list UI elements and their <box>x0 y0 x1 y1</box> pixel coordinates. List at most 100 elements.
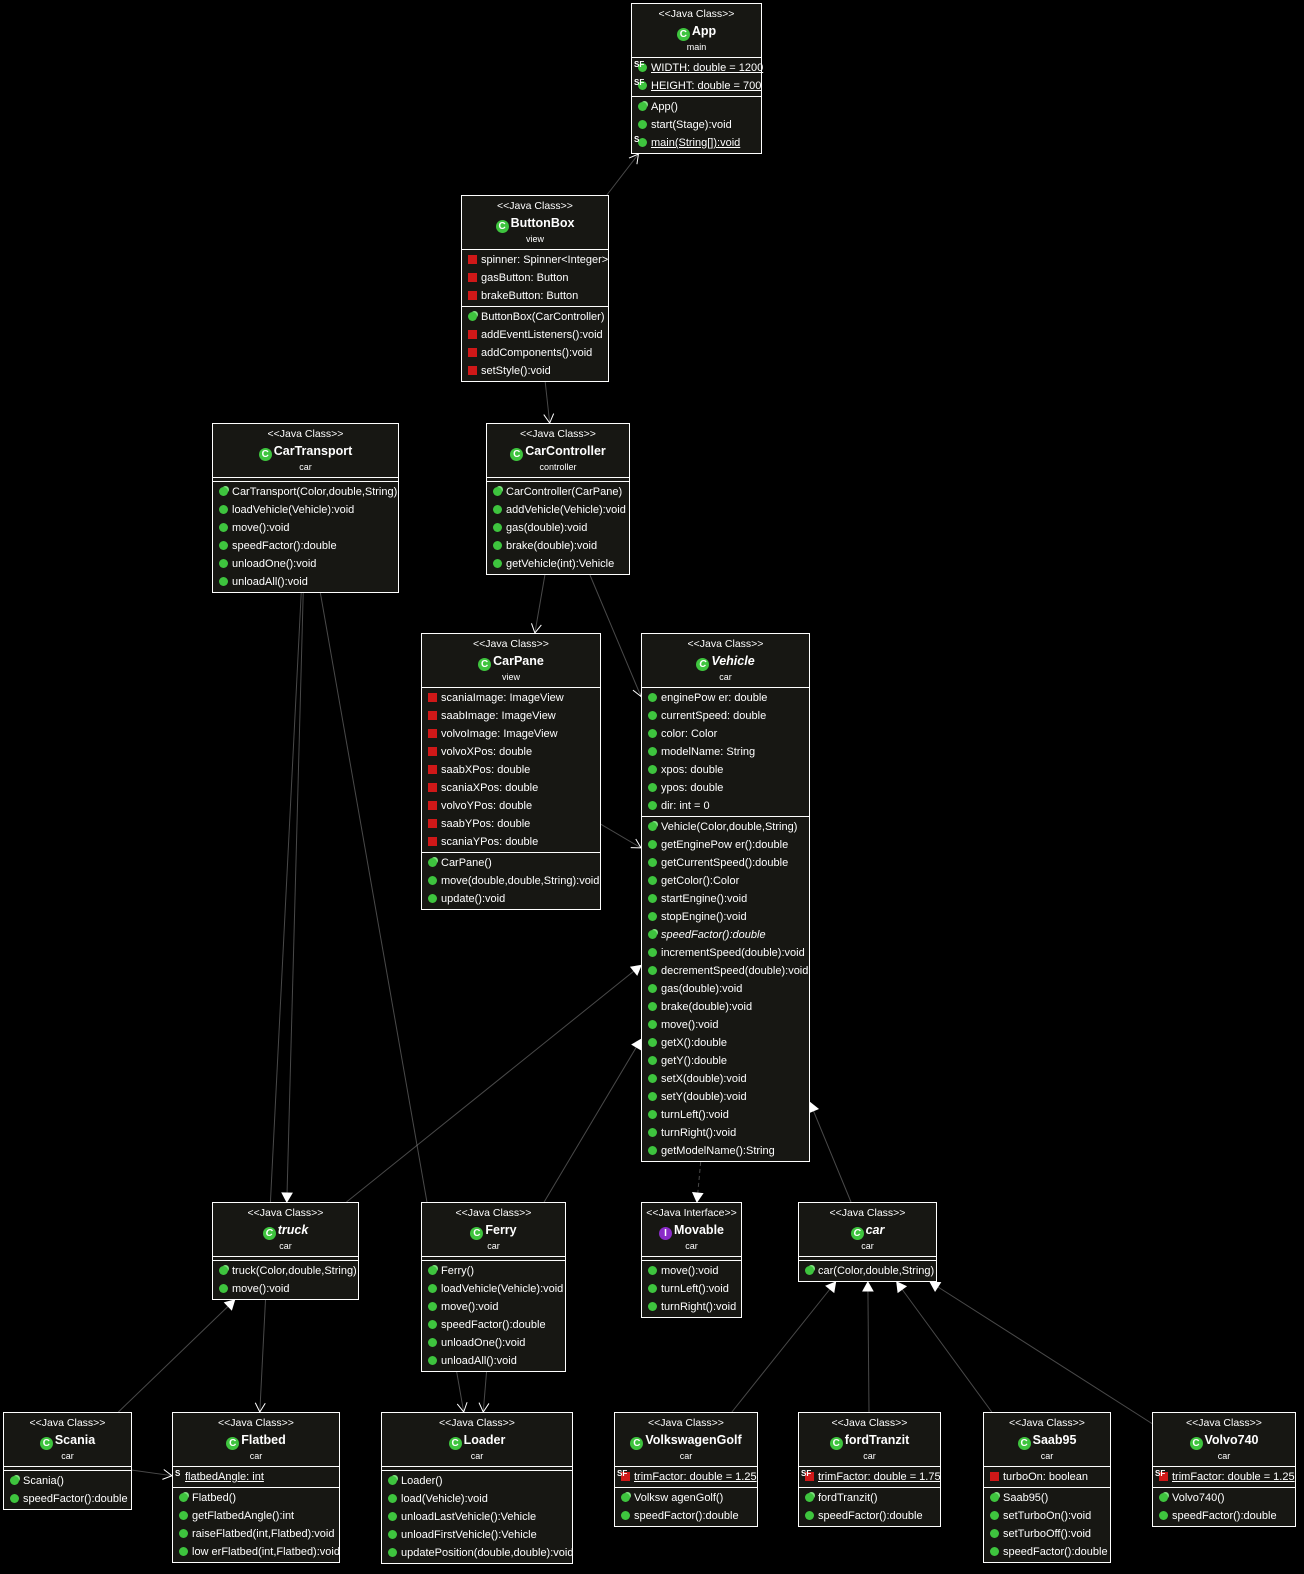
stereotype-label: <<Java Class>> <box>1186 1417 1262 1429</box>
public-visibility-icon <box>493 523 502 532</box>
class-name-text: Vehicle <box>711 654 755 668</box>
private-visibility-icon <box>468 348 477 357</box>
relation-line-scania-to-truck <box>118 1299 235 1413</box>
member-text: updatePosition(double,double):void <box>401 1547 574 1559</box>
public-visibility-icon <box>648 801 657 810</box>
member-row: move():void <box>213 519 398 537</box>
public-visibility-icon <box>648 1038 657 1047</box>
member-text: incrementSpeed(double):void <box>661 947 805 959</box>
member-text: addEventListeners():void <box>481 329 603 341</box>
relation-line-carpane-to-vehicle <box>600 823 642 849</box>
public-visibility-icon <box>648 1128 657 1137</box>
relation-arrowhead <box>254 1402 266 1414</box>
constructor-icon <box>805 1266 814 1275</box>
public-visibility-icon <box>648 747 657 756</box>
class-icon: C <box>262 1227 276 1240</box>
fields-section <box>382 1466 572 1470</box>
class-icon: C <box>1017 1437 1031 1450</box>
class-icon: C <box>630 1437 644 1450</box>
class-name-text: Volvo740 <box>1204 1433 1259 1447</box>
member-text: Vehicle(Color,double,String) <box>661 821 798 833</box>
member-row: move():void <box>642 1262 741 1280</box>
public-visibility-icon <box>10 1494 19 1503</box>
stereotype-label: <<Java Class>> <box>497 200 573 212</box>
member-row: addVehicle(Vehicle):void <box>487 501 629 519</box>
member-text: getCurrentSpeed():double <box>661 857 789 869</box>
member-row: currentSpeed: double <box>642 707 809 725</box>
member-row: saabImage: ImageView <box>422 707 600 725</box>
relation-arrowhead <box>628 153 640 165</box>
constructor-icon <box>1159 1493 1168 1502</box>
package-label: view <box>525 234 544 244</box>
private-visibility-icon <box>1159 1472 1168 1481</box>
member-text: Volksw agenGolf() <box>634 1492 724 1504</box>
relation-arrowhead <box>531 623 542 635</box>
package-label: car <box>470 1451 484 1461</box>
stereotype-label: <<Java Class>> <box>829 1207 906 1219</box>
public-visibility-icon <box>648 1266 657 1275</box>
member-text: saabImage: ImageView <box>441 710 556 722</box>
member-text: unloadFirstVehicle():Vehicle <box>401 1529 537 1541</box>
public-visibility-icon <box>179 1511 188 1520</box>
member-row: move():void <box>422 1298 565 1316</box>
class-icon: C <box>226 1437 240 1450</box>
member-text: saabXPos: double <box>441 764 531 776</box>
member-text: CarController(CarPane) <box>506 486 623 498</box>
package-label: car <box>1040 1451 1054 1461</box>
member-row: brakeButton: Button <box>462 287 608 305</box>
member-text: brake(double):void <box>506 540 598 552</box>
member-text: scaniaYPos: double <box>441 836 539 848</box>
member-text: currentSpeed: double <box>661 710 767 722</box>
member-text: speedFactor():double <box>661 929 766 941</box>
member-text: setX(double):void <box>661 1073 747 1085</box>
member-row: update():void <box>422 890 600 908</box>
member-text: car(Color,double,String) <box>818 1265 935 1277</box>
member-text: Volvo740() <box>1172 1492 1225 1504</box>
member-text: modelName: String <box>661 746 756 758</box>
member-row: getEnginePow er():double <box>642 836 809 854</box>
modifier-badge: SF <box>634 78 645 87</box>
member-text: volvoYPos: double <box>441 800 533 812</box>
public-visibility-icon <box>428 876 437 885</box>
member-row: raiseFlatbed(int,Flatbed):void <box>173 1525 339 1543</box>
relation-line-volvo740-to-car <box>929 1281 1153 1424</box>
member-text: start(Stage):void <box>651 119 732 131</box>
member-row: gas(double):void <box>642 980 809 998</box>
member-text: Scania() <box>23 1475 64 1487</box>
fields-section <box>422 1256 565 1260</box>
relation-arrowhead <box>692 1191 704 1204</box>
relation-line-car-to-vehicle <box>809 1102 852 1203</box>
member-row: getModelName():String <box>642 1142 809 1160</box>
methods-section: CarPane()move(double,double,String):void… <box>422 852 600 909</box>
public-visibility-icon <box>179 1529 188 1538</box>
package-label: car <box>679 1451 693 1461</box>
member-row: turnLeft():void <box>642 1106 809 1124</box>
member-text: trimFactor: double = 1.75 <box>818 1471 941 1483</box>
constructor-icon <box>219 1266 228 1275</box>
member-row: CarController(CarPane) <box>487 483 629 501</box>
member-text: saabYPos: double <box>441 818 531 830</box>
relation-line-volkswagengolf-to-car <box>731 1281 836 1413</box>
